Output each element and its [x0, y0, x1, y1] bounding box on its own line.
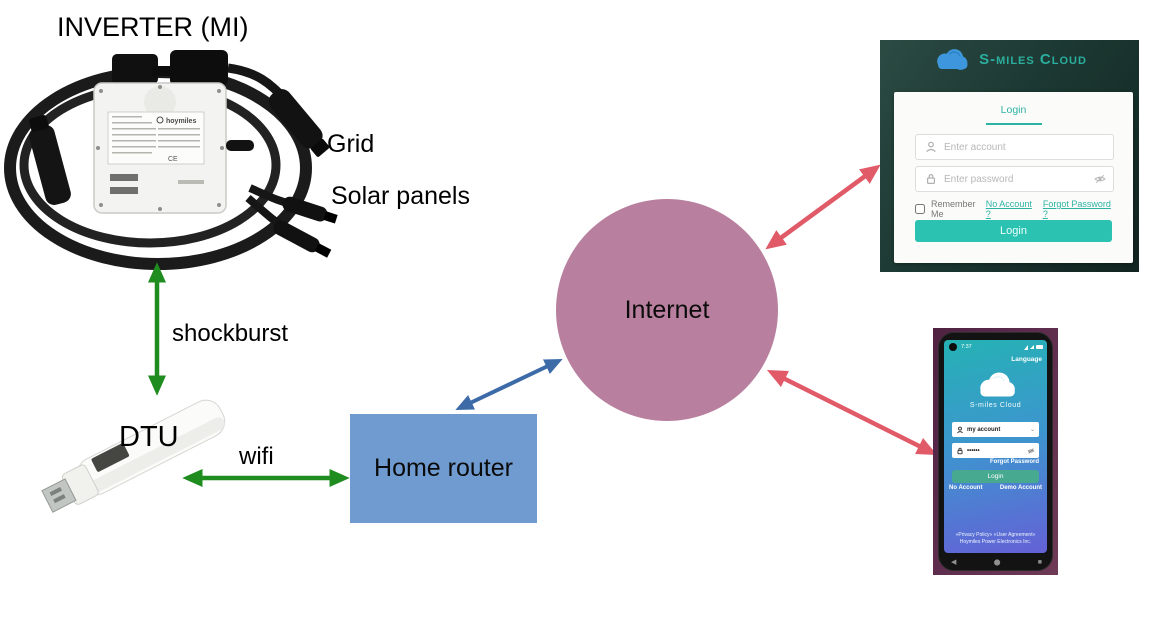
login-card: Login	[894, 92, 1133, 263]
language-button[interactable]: Language	[1011, 356, 1042, 363]
eye-off-icon[interactable]	[1027, 447, 1035, 455]
phone-footer-line2: Hoymiles Power Electronics Inc.	[959, 539, 1032, 545]
phone-demo-account-link[interactable]: Demo Account	[999, 485, 1042, 491]
phone-no-account-link[interactable]: No Account	[949, 485, 983, 491]
hoymiles-brand-text: hoymiles	[166, 118, 196, 125]
tab-login[interactable]: Login	[1000, 104, 1027, 116]
grid-label: Grid	[327, 130, 375, 158]
phone-password-field[interactable]: ••••••	[952, 443, 1039, 458]
mc4-connector-1	[282, 196, 338, 224]
remember-me-checkbox[interactable]	[915, 204, 925, 214]
phone-frame: 7:37 Language S-miles Cloud	[938, 332, 1053, 571]
phone-account-links-row: No Account Demo Account	[949, 485, 1042, 491]
no-account-link[interactable]: No Account ?	[985, 199, 1032, 219]
internet-cloud-arrow	[765, 164, 881, 250]
phone-screen: 7:37 Language S-miles Cloud	[944, 340, 1047, 553]
forgot-password-link[interactable]: Forgot Password ?	[1042, 199, 1111, 219]
remember-row: Remember Me No Account ? Forgot Password…	[915, 199, 1112, 219]
lock-icon	[956, 447, 964, 455]
phone-cloud-logo-icon	[944, 370, 1047, 400]
dtu-label: DTU	[119, 421, 179, 453]
person-icon	[924, 140, 938, 154]
chevron-down-icon[interactable]: ⌄	[1029, 427, 1035, 433]
phone-screenshot: 7:37 Language S-miles Cloud	[933, 328, 1058, 575]
top-connector-clip	[152, 66, 172, 76]
dc-connector-left	[29, 115, 71, 205]
password-field-wrap	[915, 166, 1114, 192]
phone-password-value: ••••••	[967, 447, 980, 454]
wifi-icon	[1030, 345, 1034, 349]
internet-phone-arrow	[766, 369, 938, 456]
inverter-label: INVERTER (MI)	[57, 12, 249, 42]
hoymiles-logo-icon	[156, 116, 164, 124]
dtu-photo	[41, 399, 226, 513]
spec-label-lines	[112, 116, 200, 154]
top-connector-left	[112, 54, 158, 84]
top-connector-right	[170, 50, 228, 86]
camera-punch-icon	[949, 343, 957, 351]
smiles-cloud-screenshot: S-miles Cloud Login	[880, 40, 1139, 272]
phone-footer-line1[interactable]: «Privacy Policy» «User Agreement»	[955, 532, 1036, 538]
shockburst-label: shockburst	[172, 320, 289, 347]
internet-node: Internet	[556, 199, 778, 421]
password-input[interactable]	[944, 173, 1085, 185]
body-watermark	[144, 86, 176, 118]
recents-icon[interactable]: ■	[1037, 558, 1042, 566]
phone-login-button[interactable]: Login	[952, 470, 1039, 483]
body-screws	[96, 85, 224, 211]
lock-icon	[924, 172, 938, 186]
spec-label	[107, 111, 205, 165]
usb-slot-1	[49, 487, 63, 497]
back-icon[interactable]: ◀	[951, 559, 957, 566]
usb-slot-2	[53, 494, 66, 504]
home-router-node: Home router	[350, 414, 537, 523]
cloud-header: S-miles Cloud	[880, 47, 1139, 72]
inverter-photo: hoymiles CE	[4, 50, 338, 270]
phone-footer: «Privacy Policy» «User Agreement» Hoymil…	[944, 532, 1047, 546]
phone-nav-bar: ◀ ⬤ ■	[951, 558, 1042, 567]
usb-plug	[41, 478, 77, 513]
phone-status-bar: 7:37	[944, 342, 1047, 352]
internet-label: Internet	[624, 295, 710, 324]
grid-connector	[268, 89, 330, 157]
phone-brand-title: S-miles Cloud	[969, 402, 1022, 409]
home-icon[interactable]: ⬤	[993, 559, 1001, 566]
account-input[interactable]	[944, 141, 1113, 153]
cloud-login-button[interactable]: Login	[915, 220, 1112, 242]
ce-mark: CE	[168, 156, 178, 163]
barcodes	[110, 174, 204, 194]
account-field-wrap	[915, 134, 1114, 160]
mc4-connector-2	[273, 220, 332, 258]
wifi-label: wifi	[239, 443, 274, 470]
phone-account-field[interactable]: my account ⌄	[952, 422, 1039, 437]
home-router-label: Home router	[374, 454, 513, 482]
dtu-window	[91, 443, 130, 472]
person-icon	[956, 426, 964, 434]
signal-icon	[1024, 344, 1028, 350]
status-time: 7:37	[961, 344, 972, 350]
dtu-shading	[85, 417, 225, 495]
phone-account-value: my account	[967, 426, 1001, 433]
side-stub	[226, 140, 254, 151]
solar-panels-label: Solar panels	[331, 182, 470, 210]
tab-underline	[986, 123, 1042, 125]
eye-off-icon[interactable]	[1093, 172, 1107, 186]
router-internet-arrow	[455, 358, 563, 411]
phone-forgot-password-link[interactable]: Forgot Password	[989, 459, 1039, 465]
cloud-logo-icon	[937, 49, 968, 70]
remember-me-label: Remember Me	[931, 199, 976, 219]
cloud-brand-title: S-miles Cloud	[979, 51, 1087, 68]
battery-icon	[1036, 345, 1043, 349]
